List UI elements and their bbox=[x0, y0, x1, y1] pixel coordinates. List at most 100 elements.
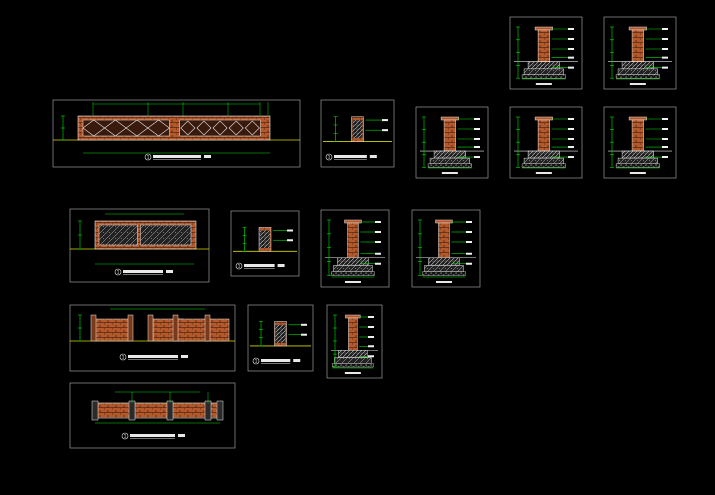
stone-panel-right bbox=[140, 224, 192, 246]
sheet-frame bbox=[69, 382, 236, 449]
wall-cap bbox=[628, 26, 647, 31]
leader-label-bar bbox=[568, 156, 574, 159]
pier-plan bbox=[204, 400, 212, 421]
detail-title-bar bbox=[344, 372, 361, 374]
drawing-sheet-section-small-b: 1 bbox=[230, 210, 300, 277]
brick-pier bbox=[147, 314, 154, 342]
lattice-panel-left bbox=[82, 119, 170, 137]
leader-label-bar bbox=[287, 229, 293, 232]
pier-plan bbox=[128, 400, 136, 421]
pier-plan bbox=[166, 400, 174, 421]
pier-plan bbox=[216, 400, 224, 421]
leader-label-bar bbox=[466, 241, 472, 243]
title-bar bbox=[334, 155, 367, 158]
lattice-diamond bbox=[147, 119, 170, 137]
leader-label-bar bbox=[375, 262, 381, 265]
rubble-bedding bbox=[429, 157, 470, 165]
leader-label-bar bbox=[474, 156, 480, 159]
leader-label-bar bbox=[662, 56, 668, 59]
rubble-bedding bbox=[334, 357, 372, 364]
detail-title-bar bbox=[435, 281, 452, 283]
drawing-sheet-elevation-stone-wall: 1 bbox=[69, 208, 210, 283]
gravel-layer bbox=[521, 163, 566, 168]
title-bar bbox=[128, 355, 178, 358]
leader-label-bar bbox=[474, 138, 480, 140]
title-number: 1 bbox=[238, 264, 241, 270]
sheet-frame bbox=[320, 209, 390, 288]
title-bar bbox=[261, 359, 291, 362]
title-number: 1 bbox=[117, 270, 120, 276]
leader-label-bar bbox=[662, 48, 668, 50]
sheet-frame bbox=[509, 16, 583, 90]
stone-panel-left bbox=[98, 224, 138, 246]
rubble-bedding bbox=[617, 68, 658, 75]
rubble-bedding bbox=[424, 265, 464, 272]
scale-bar bbox=[204, 155, 211, 158]
brick-pier bbox=[90, 314, 97, 342]
drawing-sheet-elevation-brick-fence: 1 bbox=[69, 304, 236, 372]
leader-label-bar bbox=[662, 128, 668, 130]
sheet-frame bbox=[603, 16, 677, 90]
gravel-layer bbox=[422, 271, 466, 276]
title-number: 1 bbox=[255, 359, 258, 365]
drawing-sheet-section-small-a: 1 bbox=[320, 99, 395, 168]
wall-cap bbox=[534, 26, 553, 31]
leader-label-bar bbox=[662, 28, 668, 30]
title-bar bbox=[123, 270, 163, 273]
gravel-layer bbox=[521, 74, 566, 79]
drawing-sheet-section-small-c: 1 bbox=[247, 304, 314, 372]
wall-body bbox=[537, 29, 550, 62]
leader-label-bar bbox=[568, 48, 574, 50]
drawing-sheet-foundation-detail-5 bbox=[603, 106, 677, 179]
lattice-diamond bbox=[228, 120, 244, 136]
lattice-diamond bbox=[244, 120, 260, 136]
leader-label-bar bbox=[568, 146, 574, 149]
detail-title-bar bbox=[344, 281, 361, 283]
concrete-footing bbox=[337, 257, 369, 266]
rubble-bedding bbox=[333, 265, 373, 272]
detail-title-bar bbox=[629, 83, 646, 85]
title-number-circle bbox=[119, 353, 127, 361]
scale-bar bbox=[369, 155, 377, 158]
leader-label-bar bbox=[382, 129, 388, 132]
gravel-layer bbox=[332, 363, 374, 368]
rubble-bedding bbox=[617, 157, 658, 165]
leader-label-bar bbox=[662, 138, 668, 140]
sheet-frame bbox=[69, 208, 210, 283]
wall-body bbox=[631, 119, 644, 152]
drawing-sheet-foundation-detail-7 bbox=[411, 209, 481, 288]
detail-title-bar bbox=[535, 172, 552, 174]
rubble-bedding bbox=[523, 68, 564, 75]
brick-pier bbox=[204, 314, 211, 342]
leader-label-bar bbox=[568, 66, 574, 69]
wall-infill bbox=[260, 230, 270, 249]
drawing-sheet-elevation-lattice-wall: 1 bbox=[52, 99, 301, 168]
drawing-sheet-foundation-detail-2 bbox=[509, 16, 583, 90]
pier-plan bbox=[91, 400, 99, 421]
brick-panel bbox=[176, 318, 208, 342]
drawing-sheet-plan-wall-strip: 1 bbox=[69, 382, 236, 449]
title-bar bbox=[153, 155, 201, 158]
wall-infill bbox=[352, 120, 363, 139]
leader-label-bar bbox=[662, 66, 668, 69]
sheet-frame bbox=[52, 99, 301, 168]
sheet-frame bbox=[247, 304, 314, 372]
wall-cap bbox=[435, 219, 453, 224]
lattice-frame bbox=[179, 119, 261, 137]
detail-title-bar bbox=[629, 172, 646, 174]
leader-label-bar bbox=[368, 316, 374, 318]
wall-body bbox=[443, 119, 456, 152]
drawing-sheet-foundation-detail-3 bbox=[603, 16, 677, 90]
drawing-sheet-foundation-detail-6 bbox=[320, 209, 390, 288]
lattice-diamond bbox=[180, 120, 196, 136]
gravel-layer bbox=[615, 74, 660, 79]
leader-label-bar bbox=[466, 252, 472, 255]
title-number-circle bbox=[235, 262, 243, 270]
leader-label-bar bbox=[568, 28, 574, 30]
wall-cap bbox=[628, 116, 647, 121]
title-number-circle bbox=[114, 268, 122, 276]
scale-bar bbox=[181, 355, 188, 358]
sheet-frame bbox=[326, 304, 383, 379]
concrete-footing bbox=[428, 257, 460, 266]
